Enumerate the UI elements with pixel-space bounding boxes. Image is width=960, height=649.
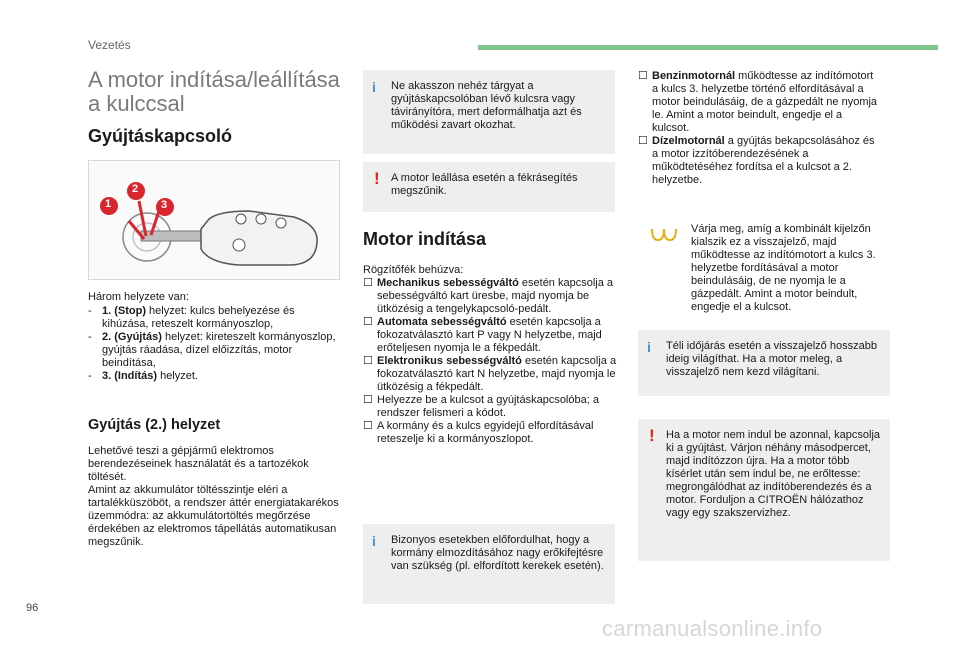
ignition-key-figure: 1 2 3 (88, 160, 340, 280)
warning-icon: ! (374, 169, 380, 188)
engine-type-list: ☐Benzinmotornál működtesse az indítómoto… (638, 70, 880, 187)
engine-start-item: ☐Elektronikus sebességváltó esetén kapcs… (363, 355, 617, 393)
engine-type-item: ☐Benzinmotornál működtesse az indítómoto… (638, 70, 878, 134)
warning-box-no-start: ! Ha a motor nem indul be azonnal, kapcs… (638, 419, 890, 561)
positions-section: Három helyzete van: -1. (Stop) helyzet: … (88, 291, 340, 383)
positions-intro: Három helyzete van: (88, 291, 189, 303)
page-number: 96 (26, 602, 39, 614)
position-item: -3. (Indítás) helyzet. (88, 370, 198, 382)
position-item: -2. (Gyújtás) helyzet: kireteszelt kormá… (88, 331, 336, 369)
info-box-text: Téli időjárás esetén a visszajelző hossz… (666, 340, 877, 378)
ignition-position-heading: Gyújtás (2.) helyzet (88, 417, 221, 433)
ignition-switch-heading: Gyújtáskapcsoló (88, 126, 233, 146)
warning-icon: ! (649, 426, 655, 445)
info-box-steering-force: i Bizonyos esetekben előfordulhat, hogy … (363, 524, 615, 604)
engine-start-heading: Motor indítása (363, 229, 487, 249)
info-box-winter: i Téli időjárás esetén a visszajelző hos… (638, 330, 890, 396)
section-label: Vezetés (88, 38, 131, 52)
figure-label-1: 1 (105, 198, 112, 210)
page-title-line1: A motor indítása/leállítása (88, 67, 340, 92)
positions-list: -1. (Stop) helyzet: kulcs behelyezése és… (88, 305, 340, 383)
glow-plug-text: Várja meg, amíg a kombinált kijelzőn kia… (691, 223, 876, 313)
engine-start-section: Motor indítása Rögzítőfék behúzva: ☐Mech… (363, 229, 619, 446)
warning-box-text: A motor leállása esetén a fékrásegítés m… (391, 172, 578, 197)
engine-start-item: ☐Automata sebességváltó esetén kapcsolja… (363, 316, 602, 354)
watermark-text: carmanualsonline.info (602, 616, 823, 641)
engine-start-list: ☐Mechanikus sebességváltó esetén kapcsol… (363, 277, 619, 446)
page-title: A motor indítása/leállítása a kulccsal (88, 68, 343, 116)
key-illustration-icon (100, 182, 318, 266)
info-icon: i (647, 339, 651, 355)
figure-label-2: 2 (132, 183, 139, 195)
engine-start-item: ☐A kormány és a kulcs egyidejű elfordítá… (363, 420, 594, 445)
glow-plug-warning-icon (651, 228, 677, 242)
page-title-line2: a kulccsal (88, 91, 185, 116)
warning-box-brake: ! A motor leállása esetén a fékrásegítés… (363, 162, 615, 212)
figure-label-3: 3 (161, 199, 168, 211)
ignition-position-section: Gyújtás (2.) helyzet Lehetővé teszi a gé… (88, 417, 340, 549)
glow-plug-note: Várja meg, amíg a kombinált kijelzőn kia… (691, 223, 891, 314)
info-box-text: Ne akasszon nehéz tárgyat a gyújtáskapcs… (391, 80, 582, 131)
info-box-key-weight: i Ne akasszon nehéz tárgyat a gyújtáskap… (363, 70, 615, 154)
engine-type-section: ☐Benzinmotornál működtesse az indítómoto… (638, 70, 880, 187)
info-box-text: Bizonyos esetekben előfordulhat, hogy a … (391, 534, 604, 572)
engine-start-intro: Rögzítőfék behúzva: (363, 264, 464, 276)
info-icon: i (372, 79, 376, 95)
info-icon: i (372, 533, 376, 549)
engine-type-item: ☐Dízelmotornál a gyújtás bekapcsolásához… (638, 135, 875, 186)
column-1: A motor indítása/leállítása a kulccsal G… (88, 68, 343, 147)
ignition-position-p1: Lehetővé teszi a gépjármű elektromos ber… (88, 445, 309, 483)
engine-start-item: ☐Mechanikus sebességváltó esetén kapcsol… (363, 277, 614, 315)
warning-box-text: Ha a motor nem indul be azonnal, kapcsol… (666, 429, 881, 519)
engine-start-item: ☐Helyezze be a kulcsot a gyújtáskapcsoló… (363, 394, 599, 419)
section-bar (478, 45, 938, 50)
ignition-position-p2: Amint az akkumulátor töltésszintje eléri… (88, 484, 339, 548)
position-item: -1. (Stop) helyzet: kulcs behelyezése és… (88, 305, 295, 330)
